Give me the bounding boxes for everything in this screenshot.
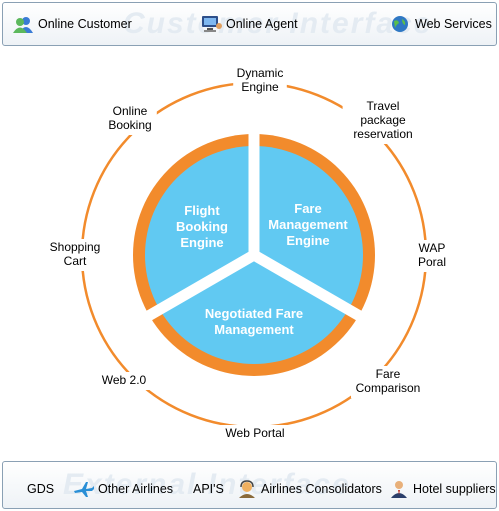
travel-package-reservation-label-backing bbox=[342, 98, 424, 144]
gds-label: GDS bbox=[27, 482, 55, 496]
web-2-0-label-backing bbox=[97, 372, 151, 390]
other-airlines-label: Other Airlines bbox=[98, 482, 174, 496]
customer-interface-panel: Customer Interface Online Customer Onlin… bbox=[2, 2, 497, 46]
globe-icon bbox=[392, 16, 408, 32]
other-airlines-item: Other Airlines bbox=[73, 480, 173, 498]
online-customer-item: Online Customer bbox=[13, 15, 132, 33]
users-icon bbox=[13, 17, 33, 33]
airlines-consolidators-item: Airlines Consolidators bbox=[236, 480, 382, 498]
computer-agent-icon bbox=[202, 16, 222, 32]
web-portal-label-backing bbox=[218, 425, 292, 443]
apis-item: API'S bbox=[193, 482, 224, 496]
airlines-consolidators-label: Airlines Consolidators bbox=[261, 482, 382, 496]
headset-person-icon bbox=[239, 480, 255, 498]
online-booking-label-backing bbox=[103, 103, 157, 135]
customer-interface-watermark: Customer Interface bbox=[123, 7, 433, 40]
web-2-0-label: Web 2.0 bbox=[102, 373, 147, 387]
external-interface-watermark: External Interface bbox=[63, 468, 351, 501]
gds-item: GDS bbox=[27, 482, 54, 496]
online-agent-label: Online Agent bbox=[226, 17, 298, 31]
external-interface-panel: External Interface GDS Other Airlines AP… bbox=[2, 461, 497, 509]
web-services-item: Web Services bbox=[390, 15, 492, 33]
shopping-cart-label-backing bbox=[44, 239, 106, 271]
hotel-suppliers-label: Hotel suppliers bbox=[413, 482, 496, 496]
web-services-label: Web Services bbox=[415, 17, 492, 31]
divider-lower-right bbox=[251, 250, 370, 325]
fare-comparison-label-backing bbox=[351, 366, 425, 398]
online-agent-item: Online Agent bbox=[201, 15, 298, 33]
wap-poral-label-backing bbox=[412, 240, 452, 272]
online-customer-label: Online Customer bbox=[38, 17, 132, 31]
apis-label: API'S bbox=[193, 482, 224, 496]
web-portal-label: Web Portal bbox=[225, 426, 284, 440]
airplane-icon bbox=[74, 482, 94, 497]
divider-lower-left bbox=[138, 250, 257, 325]
hotel-suppliers-item: Hotel suppliers bbox=[388, 480, 496, 498]
businessman-icon bbox=[391, 481, 407, 498]
dynamic-engine-label-backing bbox=[233, 65, 287, 97]
